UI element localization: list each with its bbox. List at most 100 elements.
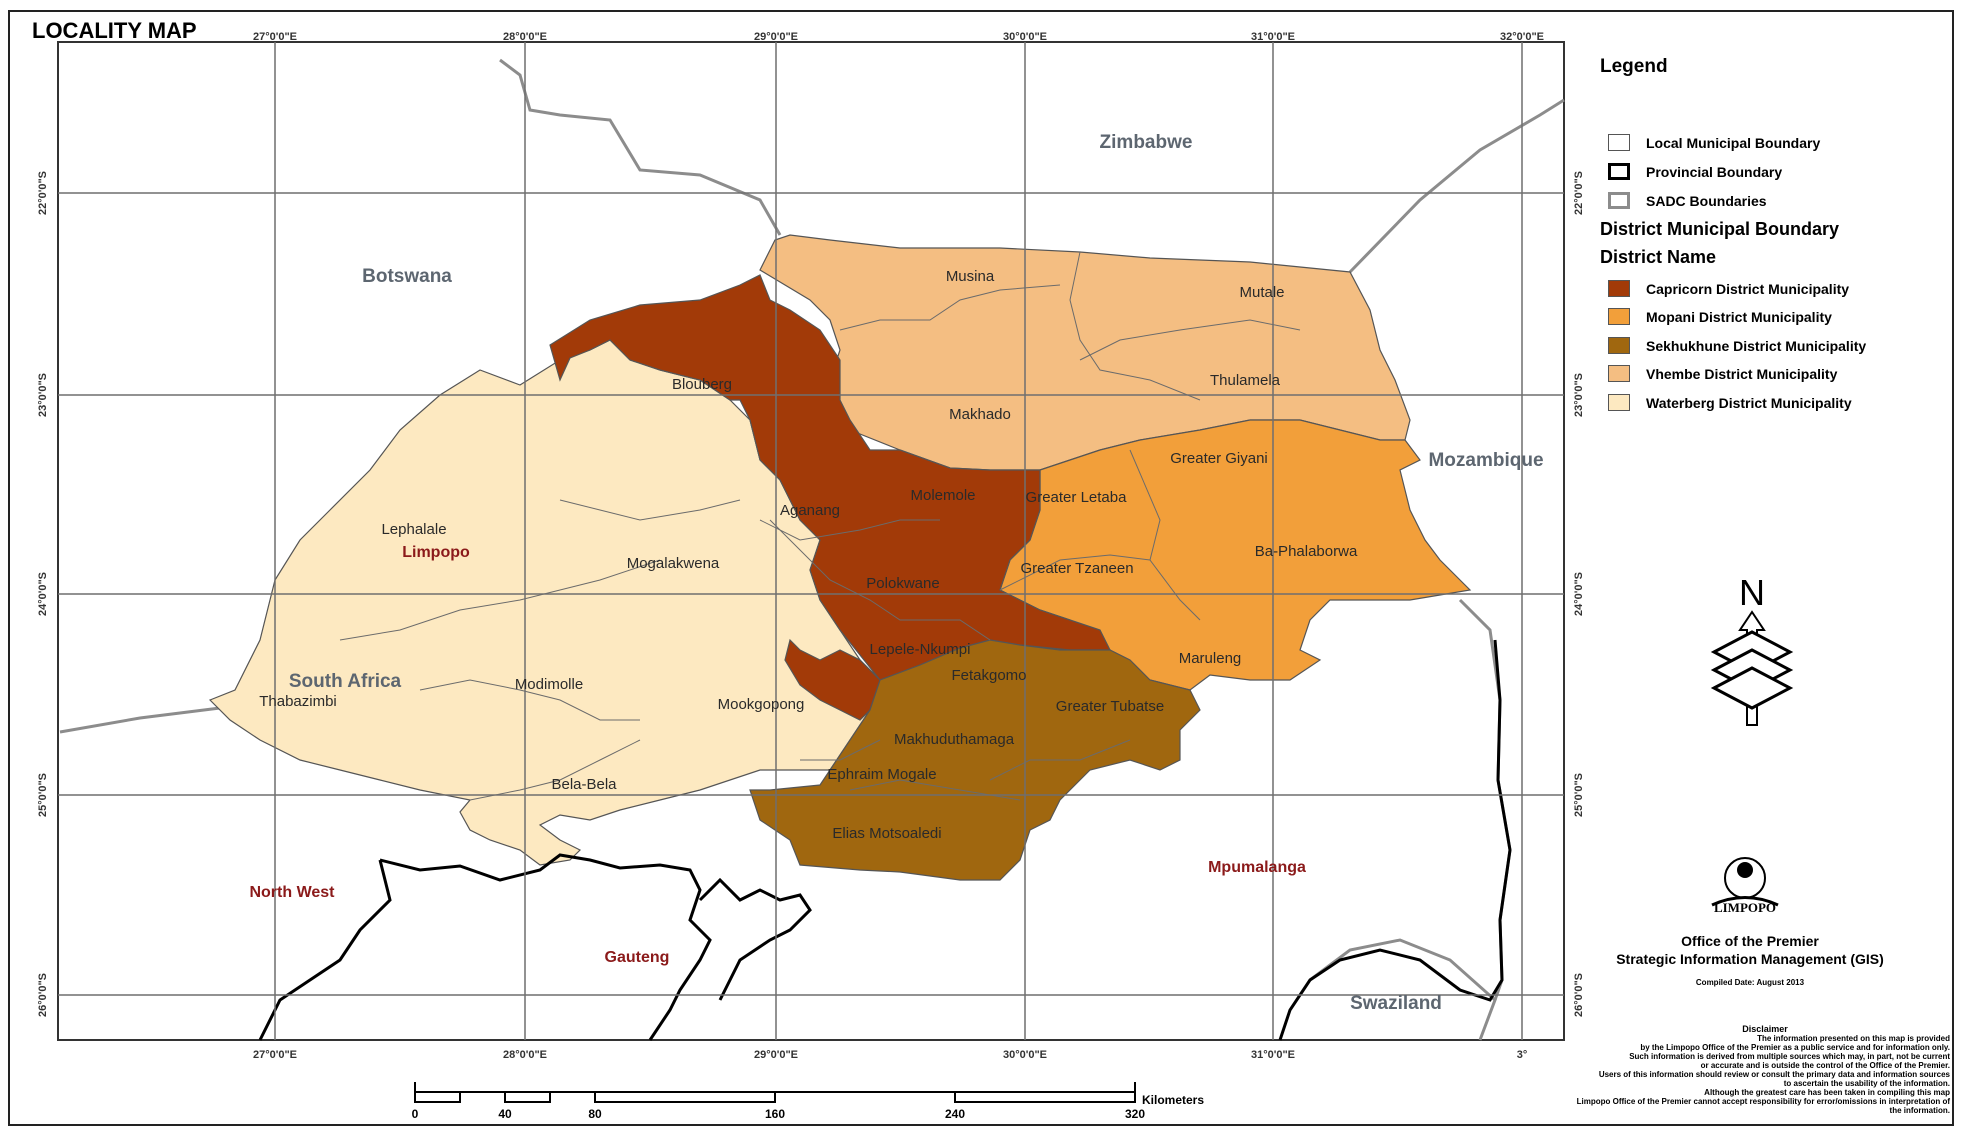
north-arrow-diamond-bottom [1710,666,1794,710]
label-greater-letaba: Greater Letaba [1026,489,1128,506]
disclaimer-line-5: Users of this information should review … [1598,1070,1950,1079]
label-modimolle: Modimolle [515,676,583,693]
label-ba-phalaborwa: Ba-Phalaborwa [1255,543,1358,560]
scale-bar-segments [414,1092,1136,1103]
tick-left-1: 22°0'0"S [37,171,49,215]
scale-label-0: 0 [412,1107,419,1121]
label-thulamela: Thulamela [1210,372,1281,389]
label-makhado: Makhado [949,406,1011,423]
legend-capricorn-swatch [1608,280,1630,297]
credit-unit: Strategic Information Management (GIS) [1616,951,1884,967]
label-zimbabwe: Zimbabwe [1100,132,1193,153]
tick-top-1: 27°0'0"E [253,31,297,43]
label-gauteng: Gauteng [605,949,670,966]
legend-waterberg-label: Waterberg District Municipality [1646,394,1852,411]
tick-right-1: 22°0'0"S [1573,171,1585,215]
label-greater-tzaneen: Greater Tzaneen [1020,560,1133,577]
label-botswana: Botswana [362,266,452,287]
label-lepele-nkumpi: Lepele-Nkumpi [870,641,971,658]
label-molemole: Molemole [910,487,975,504]
scale-label-320: 320 [1125,1107,1145,1121]
disclaimer-line-6: to ascertain the usability of the inform… [1783,1079,1950,1088]
tick-bottom-6: 3° [1517,1049,1528,1061]
disclaimer-heading: Disclaimer [1742,1024,1788,1034]
provincial-boundary-gauteng-west [258,859,392,1041]
legend-waterberg: Waterberg District Municipality [1608,394,1852,411]
map-frame [8,10,1954,1126]
provincial-boundary-gauteng-north [379,853,712,1041]
label-mogalakwena: Mogalakwena [627,555,720,572]
disclaimer-line-7: Although the greatest care has been take… [1704,1088,1950,1097]
scale-label-80: 80 [588,1107,602,1121]
scale-label-240: 240 [945,1107,965,1121]
legend-sekhukhune-swatch [1608,337,1630,354]
tick-right-5: 26°0'0"S [1573,973,1585,1017]
tick-right-3: 24°0'0"S [1573,572,1585,616]
legend-sekhukhune-label: Sekhukhune District Municipality [1646,337,1867,354]
limpopo-logo: LIMPOPO [1711,857,1779,915]
credit-compiled: Compiled Date: August 2013 [1695,978,1805,987]
tick-top-4: 30°0'0"E [1003,31,1047,43]
disclaimer-line-3: Such information is derived from multipl… [1629,1052,1950,1061]
label-greater-tubatse: Greater Tubatse [1056,698,1164,715]
label-mutale: Mutale [1239,284,1284,301]
map-title: LOCALITY MAP [32,18,197,43]
legend-district-boundary-heading: District Municipal Boundary [1600,219,1840,239]
label-maruleng: Maruleng [1179,650,1242,667]
disclaimer-line-4: or accurate and is outside the control o… [1700,1061,1950,1070]
provincial-boundary-gauteng-east [698,877,812,1001]
label-swaziland: Swaziland [1350,993,1442,1014]
legend-mopani-label: Mopani District Municipality [1646,308,1832,325]
legend-capricorn: Capricorn District Municipality [1608,280,1849,297]
tick-top-6: 32°0'0"E [1500,31,1544,43]
legend-sekhukhune: Sekhukhune District Municipality [1608,337,1866,354]
scale-bar: 0 40 80 160 240 320 Kilometers [412,1082,1204,1121]
label-blouberg: Blouberg [672,376,732,393]
legend-title: Legend [1600,56,1668,77]
label-ephraim-mogale: Ephraim Mogale [827,766,936,783]
legend-local-boundary-swatch [1608,134,1630,151]
label-elias-motsoaledi: Elias Motsoaledi [832,825,941,842]
label-musina: Musina [946,268,995,285]
legend-sadc-boundary-label: SADC Boundaries [1646,192,1767,209]
legend-provincial-boundary: Provincial Boundary [1608,163,1782,180]
tick-left-3: 24°0'0"S [37,572,49,616]
legend-provincial-boundary-label: Provincial Boundary [1646,163,1783,180]
disclaimer-line-8: Limpopo Office of the Premier cannot acc… [1576,1097,1950,1106]
label-makhuduthamaga: Makhuduthamaga [894,731,1015,748]
label-polokwane: Polokwane [866,575,939,592]
legend-vhembe-swatch [1608,365,1630,382]
label-north-west: North West [249,884,335,901]
label-bela-bela: Bela-Bela [551,776,617,793]
scale-label-40: 40 [498,1107,512,1121]
tick-right-2: 23°0'0"S [1573,373,1585,417]
legend-capricorn-label: Capricorn District Municipality [1646,280,1850,297]
label-mozambique: Mozambique [1428,450,1543,471]
credit-office: Office of the Premier [1681,933,1819,949]
tick-bottom-5: 31°0'0"E [1251,1049,1295,1061]
legend-vhembe-label: Vhembe District Municipality [1646,365,1838,382]
legend-local-boundary-label: Local Municipal Boundary [1646,134,1821,151]
label-thabazimbi: Thabazimbi [259,693,337,710]
disclaimer-line-1: The information presented on this map is… [1757,1034,1950,1043]
disclaimer-line-2: by the Limpopo Office of the Premier as … [1640,1043,1950,1052]
logo-banner-icon [1711,896,1779,907]
tick-bottom-4: 30°0'0"E [1003,1049,1047,1061]
legend-provincial-boundary-swatch [1608,163,1630,180]
legend-mopani-swatch [1608,308,1630,325]
label-fetakgomo: Fetakgomo [951,667,1026,684]
north-arrow: N [1710,572,1794,726]
coat-of-arms-center-icon [1737,862,1753,878]
tick-top-3: 29°0'0"E [754,31,798,43]
sadc-boundary-zim-bw [499,58,782,236]
legend-vhembe: Vhembe District Municipality [1608,365,1837,382]
sadc-boundary-swaziland [1309,938,1497,1041]
label-aganang: Aganang [780,502,840,519]
sadc-boundary-bw-sa [59,706,221,734]
sadc-boundary-zim-moz [1348,98,1565,274]
district-sekhukhune[interactable] [749,639,1201,881]
tick-top-5: 31°0'0"E [1251,31,1295,43]
label-mookgopong: Mookgopong [718,696,805,713]
